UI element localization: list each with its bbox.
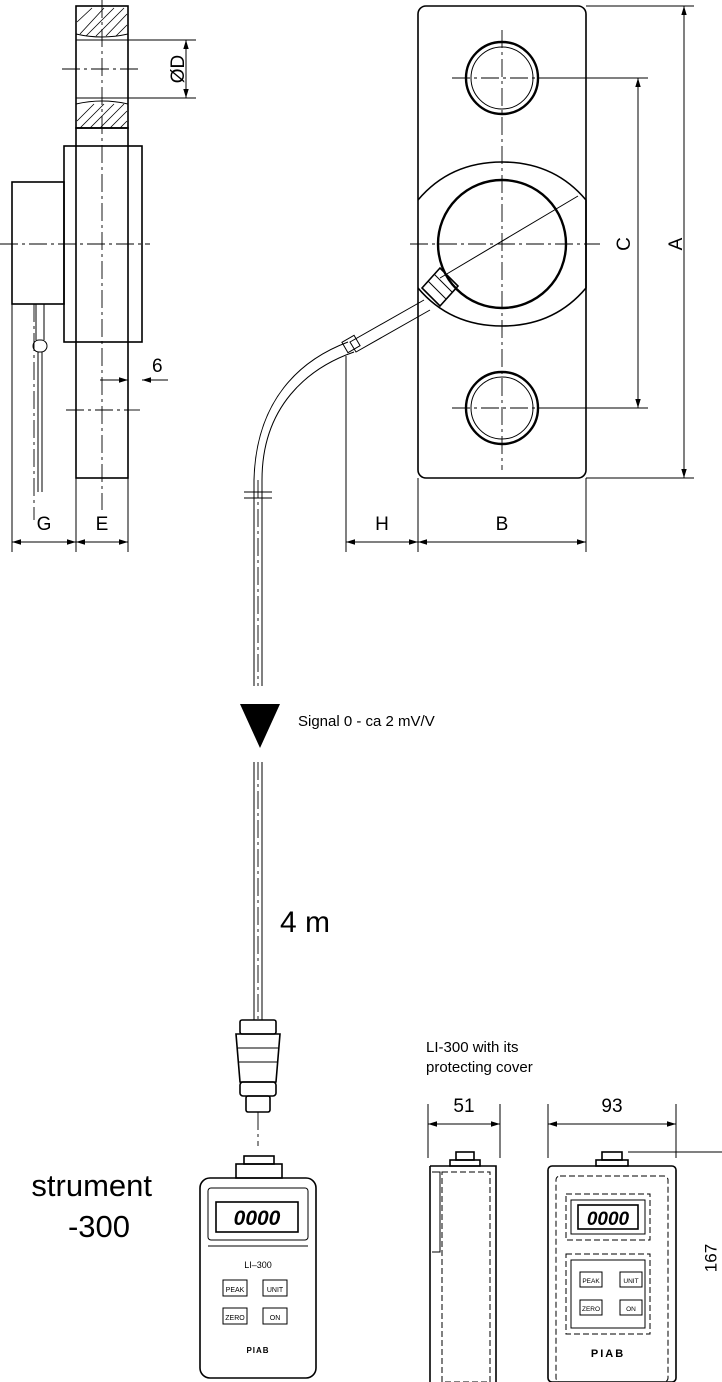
cover-on-button[interactable]: [619, 1299, 643, 1316]
cover-front-view: 93 0000 PEAK UNIT ZERO ON PIAB 167: [547, 1096, 722, 1382]
cover-section: LI-300 with its protecting cover 51 93: [426, 1039, 722, 1382]
cover-on-button-label: ON: [626, 1306, 636, 1313]
zero-button-label: ZERO: [225, 1315, 245, 1322]
cover-display: [577, 1204, 639, 1230]
dim-plate-thickness-label: E: [96, 514, 109, 535]
cover-height-label: 167: [701, 1244, 720, 1272]
instrument: strument -300 0000 LI–300 PEAK UNIT ZERO…: [31, 1155, 317, 1379]
dim-housing-depth-label: G: [37, 514, 52, 535]
cable-gland: [341, 266, 460, 354]
housing-side: [11, 181, 65, 305]
instrument-body: [199, 1177, 317, 1379]
side-view: ØD 6 G E: [0, 0, 196, 552]
instrument-display: [215, 1201, 299, 1233]
cable-left-edge: [253, 341, 349, 686]
signal-label: Signal 0 - ca 2 mV/V: [298, 713, 435, 730]
dim-cable-offset-label: H: [375, 514, 389, 535]
cover-brand-logo: PIAB: [591, 1348, 625, 1360]
on-button[interactable]: [262, 1307, 288, 1325]
instrument-caption-line2: -300: [68, 1209, 130, 1244]
cover-body: [547, 1165, 677, 1382]
cable-right-edge: [261, 351, 355, 686]
unit-button[interactable]: [262, 1279, 288, 1297]
cover-zero-button[interactable]: [579, 1299, 603, 1316]
on-button-label: ON: [270, 1315, 281, 1322]
dim-hole-spacing-label: C: [614, 237, 635, 251]
signal-arrow-icon: [240, 704, 280, 748]
instrument-brand-logo: PIAB: [246, 1346, 269, 1355]
signal-section: Signal 0 - ca 2 mV/V: [240, 704, 435, 748]
dim-width-label: B: [496, 514, 509, 535]
dim-hub-step-label: 6: [152, 356, 163, 377]
cover-depth-label: 51: [453, 1096, 474, 1117]
eye-hatching: [76, 7, 128, 129]
zero-button[interactable]: [222, 1307, 248, 1325]
instrument-caption-line1: strument: [31, 1168, 152, 1203]
cover-peak-button-label: PEAK: [582, 1278, 600, 1285]
peak-button[interactable]: [222, 1279, 248, 1297]
instrument-model-label: LI–300: [244, 1260, 272, 1270]
cover-peak-button[interactable]: [579, 1271, 603, 1288]
front-view: A C H B: [244, 5, 694, 686]
dim-bore-diameter-label: ØD: [168, 55, 189, 84]
cover-unit-button-label: UNIT: [623, 1278, 638, 1285]
connector: [235, 1019, 281, 1146]
cable-length-label: 4 m: [280, 906, 330, 939]
cover-side-view: 51: [427, 1096, 501, 1382]
cover-title-line2: protecting cover: [426, 1059, 533, 1076]
cover-display-value: 0000: [587, 1209, 630, 1230]
cover-width-label: 93: [601, 1096, 622, 1117]
cover-zero-button-label: ZERO: [582, 1306, 600, 1313]
cover-unit-button[interactable]: [619, 1271, 643, 1288]
cover-title-line1: LI-300 with its: [426, 1039, 519, 1056]
unit-button-label: UNIT: [267, 1287, 284, 1294]
cable-lower: 4 m: [253, 762, 330, 1020]
dim-length-label: A: [666, 237, 687, 250]
peak-button-label: PEAK: [226, 1287, 245, 1294]
instrument-display-value: 0000: [234, 1207, 281, 1230]
